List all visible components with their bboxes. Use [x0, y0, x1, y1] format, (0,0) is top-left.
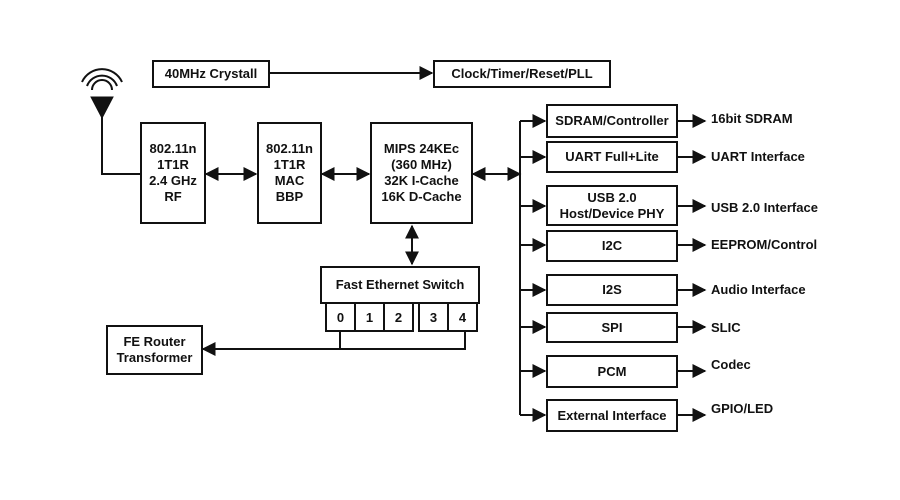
crystal-block: 40MHz Crystall: [152, 60, 270, 88]
mac-line-4: BBP: [275, 189, 304, 204]
output-audio: Audio Interface: [711, 282, 806, 297]
peripheral-label: External Interface: [557, 407, 667, 423]
cpu-block: MIPS 24KEc (360 MHz) 32K I-Cache 16K D-C…: [370, 122, 473, 224]
external-interface-block: External Interface: [546, 399, 678, 432]
peripheral-label: I2C: [601, 238, 623, 253]
i2c-block: I2C: [546, 230, 678, 262]
peripheral-label: I2S: [602, 282, 622, 297]
port-label: 2: [394, 309, 403, 325]
clock-label: Clock/Timer/Reset/PLL: [451, 66, 593, 81]
switch-to-router-line: [201, 332, 341, 356]
switch-port-4: 4: [447, 302, 478, 332]
switch-title: Fast Ethernet Switch: [335, 277, 465, 292]
fe-router-block: FE Router Transformer: [106, 325, 203, 375]
cpu-line-3: 32K I-Cache: [384, 173, 459, 188]
switch-port-1: 1: [354, 302, 385, 332]
output-slic: SLIC: [711, 320, 741, 335]
output-codec: Codec: [711, 357, 751, 372]
pcm-block: PCM: [546, 355, 678, 388]
peripheral-label: Host/Device PHY: [559, 205, 665, 221]
fe-router-line-2: Transformer: [116, 350, 193, 365]
fe-router-line-1: FE Router: [123, 334, 186, 349]
sdram-controller-block: SDRAM/Controller: [546, 104, 678, 138]
peripheral-label: SPI: [601, 319, 623, 335]
switch-port-0: 0: [325, 302, 356, 332]
output-sdram: 16bit SDRAM: [711, 111, 793, 126]
clock-block: Clock/Timer/Reset/PLL: [433, 60, 611, 88]
i2s-block: I2S: [546, 274, 678, 306]
output-gpio: GPIO/LED: [711, 401, 774, 416]
bus-arrows: [520, 114, 547, 422]
port-label: 4: [458, 309, 467, 325]
rf-block: 802.11n 1T1R 2.4 GHz RF: [140, 122, 206, 224]
mac-line-1: 802.11n: [266, 141, 313, 156]
rf-line-3: 2.4 GHz: [149, 173, 197, 188]
usb-block: USB 2.0 Host/Device PHY: [546, 185, 678, 226]
switch-port-2: 2: [383, 302, 414, 332]
rf-line-4: RF: [164, 189, 182, 204]
port-label: 1: [365, 309, 374, 325]
rf-line-1: 802.11n: [149, 141, 197, 156]
switch-port-3: 3: [418, 302, 449, 332]
cpu-line-2: (360 MHz): [391, 157, 452, 172]
port-label: 3: [429, 309, 438, 325]
antenna-triangle-icon: [90, 96, 114, 120]
peripheral-label: UART Full+Lite: [565, 149, 659, 164]
peripheral-label: USB 2.0: [587, 189, 637, 205]
antenna-icon: [81, 68, 140, 175]
mac-line-2: 1T1R: [273, 157, 306, 172]
port-label: 0: [336, 309, 345, 325]
cpu-line-1: MIPS 24KEc: [383, 141, 460, 156]
cpu-line-4: 16K D-Cache: [381, 189, 462, 204]
mac-line-3: MAC: [274, 173, 305, 188]
mac-block: 802.11n 1T1R MAC BBP: [257, 122, 322, 224]
output-uart: UART Interface: [711, 149, 805, 164]
uart-block: UART Full+Lite: [546, 141, 678, 173]
output-eeprom: EEPROM/Control: [711, 237, 818, 252]
spi-block: SPI: [546, 312, 678, 343]
peripheral-label: PCM: [597, 363, 627, 379]
ethernet-switch-block: Fast Ethernet Switch: [320, 266, 480, 304]
output-usb: USB 2.0 Interface: [711, 200, 818, 215]
peripheral-label: SDRAM/Controller: [555, 113, 669, 128]
crystal-label: 40MHz Crystall: [164, 66, 258, 81]
output-arrows: [677, 114, 707, 422]
rf-line-2: 1T1R: [157, 157, 189, 172]
